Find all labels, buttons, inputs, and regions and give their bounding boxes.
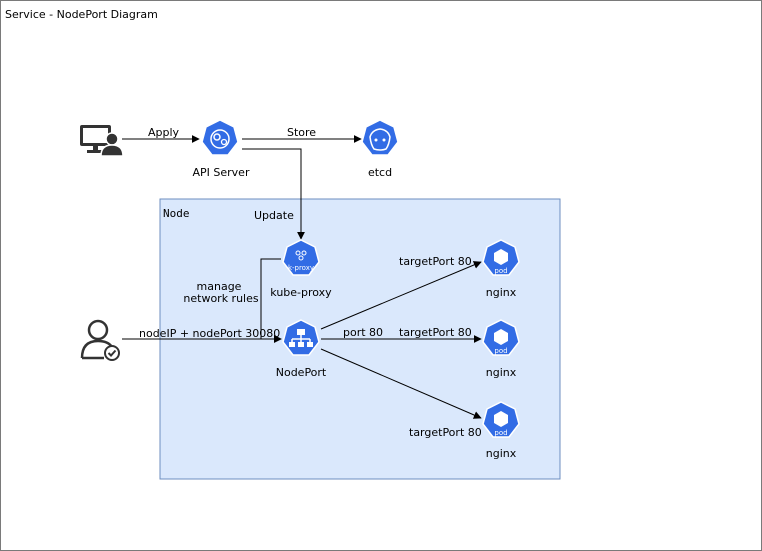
edge-apply-label: Apply xyxy=(148,126,180,139)
user-check-icon xyxy=(80,319,120,361)
computer-user-icon xyxy=(80,125,124,157)
edge-client-nodeport-label: nodeIP + nodePort 30080 xyxy=(139,327,280,340)
edge-update xyxy=(242,148,305,240)
kubernetes-pod-icon: pod xyxy=(482,239,520,276)
kubernetes-etcd-icon xyxy=(361,119,399,156)
edge-store-label: Store xyxy=(287,126,316,139)
diagram-title: Service - NodePort Diagram xyxy=(5,8,158,21)
kubernetes-pod-icon: pod xyxy=(482,401,520,438)
kubernetes-kproxy-icon: k-proxy xyxy=(282,239,320,276)
pod-badge-mid: pod xyxy=(494,347,507,355)
edge-manage-label-line1: manage xyxy=(197,280,242,293)
edge-nodeport-pod-bottom xyxy=(320,348,482,419)
edge-target-bottom-label: targetPort 80 xyxy=(409,426,482,439)
kubernetes-api-icon xyxy=(201,119,239,156)
edge-target-top-label: targetPort 80 xyxy=(399,255,472,268)
edge-update-label: Update xyxy=(254,209,294,222)
nodeport-label: NodePort xyxy=(276,366,327,379)
etcd-label: etcd xyxy=(368,166,392,179)
edge-manage-label-line2: network rules xyxy=(183,292,258,305)
edge-target-mid-label: targetPort 80 xyxy=(399,326,472,339)
node-region-label: Node xyxy=(163,207,190,220)
edge-port-label: port 80 xyxy=(343,326,383,339)
pod-label-top: nginx xyxy=(486,286,517,299)
kube-proxy-badge: k-proxy xyxy=(288,264,314,272)
pod-label-bottom: nginx xyxy=(486,447,517,460)
edge-nodeport-pod-top xyxy=(320,261,482,330)
api-server-label: API Server xyxy=(193,166,250,179)
pod-badge-bottom: pod xyxy=(494,429,507,437)
kube-proxy-label: kube-proxy xyxy=(270,286,332,299)
kubernetes-pod-icon: pod xyxy=(482,319,520,356)
kubernetes-service-icon xyxy=(282,319,320,356)
pod-label-mid: nginx xyxy=(486,366,517,379)
pod-badge-top: pod xyxy=(494,267,507,275)
